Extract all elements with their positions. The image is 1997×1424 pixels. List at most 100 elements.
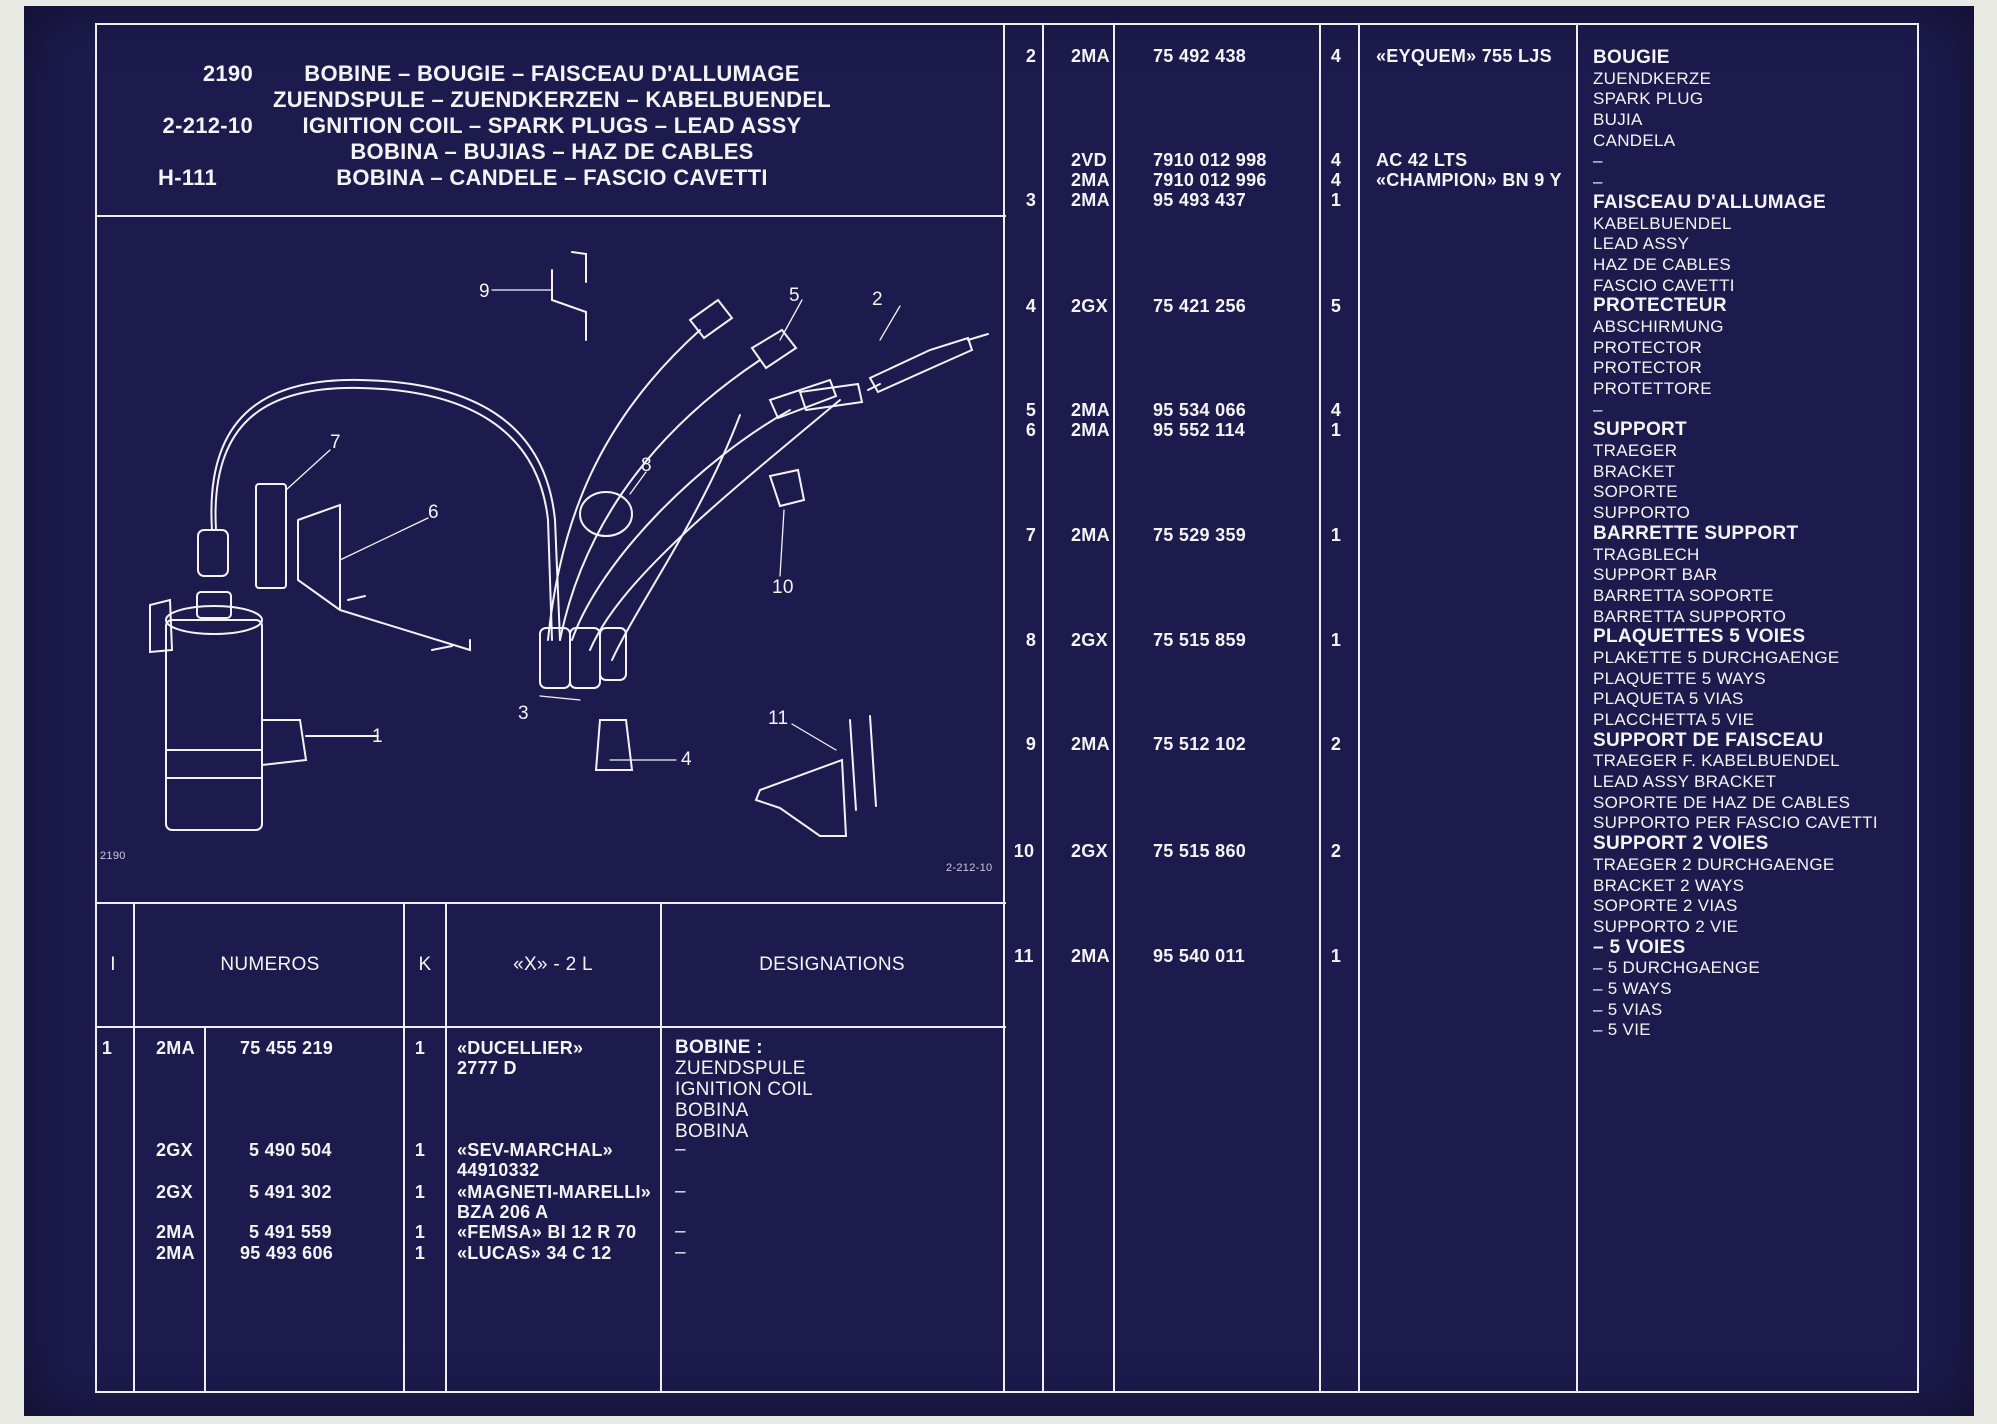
row-model: AC 42 LTS	[1376, 150, 1468, 170]
protector-illustration	[594, 719, 634, 771]
designation-line: –	[1593, 399, 1603, 419]
row-qty: 1	[414, 1222, 426, 1242]
designation-line: SOPORTE 2 VIAS	[1593, 896, 1738, 916]
callout-7: 7	[330, 432, 341, 453]
designation-line: TRAGBLECH	[1593, 544, 1700, 564]
row-variant: 2MA	[1071, 46, 1110, 66]
section-code: 2190	[202, 61, 253, 86]
row-variant: 2GX	[1071, 296, 1108, 316]
row-qty: 1	[1330, 525, 1342, 545]
row-qty: 1	[414, 1140, 426, 1160]
row-variant: 2MA	[1071, 946, 1110, 966]
ignition-exploded-diagram	[149, 251, 989, 837]
designation-line: BOBINA	[675, 1121, 749, 1142]
row-number: 95 534 066	[1153, 400, 1247, 420]
row-variant: 2GX	[1071, 630, 1108, 650]
row-number: 7910 012 998	[1153, 150, 1267, 170]
row-qty: 5	[1330, 296, 1342, 316]
row-model: «FEMSA» BI 12 R 70	[457, 1222, 637, 1242]
row-model-ref: BZA 206 A	[457, 1202, 549, 1222]
support-bar-illustration	[255, 483, 287, 589]
row-ref: 6	[1025, 420, 1037, 440]
designation-line: ABSCHIRMUNG	[1593, 316, 1724, 336]
designation-line: SUPPORTO PER FASCIO CAVETTI	[1593, 813, 1878, 833]
designation-line: PROTETTORE	[1593, 379, 1712, 398]
row-variant: 2MA	[1071, 190, 1110, 210]
callout-4: 4	[681, 749, 692, 770]
designation-line: FASCIO CAVETTI	[1593, 275, 1735, 295]
callout-11: 11	[768, 708, 789, 729]
designation-line: SUPPORT BAR	[1593, 565, 1718, 585]
parts-sheet	[24, 6, 1974, 1416]
row-model: «SEV-MARCHAL»	[457, 1140, 613, 1160]
callout-1: 1	[372, 726, 383, 747]
designation-line: BARRETTA SUPPORTO	[1593, 606, 1787, 626]
callout-9: 9	[479, 281, 490, 302]
row-qty: 4	[1330, 150, 1342, 170]
title-it: BOBINA – CANDELE – FASCIO CAVETTI	[336, 165, 768, 190]
row-ref: 3	[1025, 190, 1037, 210]
row-ref: 2	[1025, 46, 1037, 66]
ignition-coil-illustration	[149, 591, 379, 831]
row-variant: 2MA	[1071, 734, 1110, 754]
row-model: «LUCAS» 34 C 12	[457, 1243, 612, 1263]
row-model: «MAGNETI-MARELLI»	[457, 1182, 652, 1202]
row-qty: 1	[1330, 420, 1342, 440]
row-model-ref: 44910332	[457, 1160, 540, 1180]
col-header-model: «X» - 2 L	[513, 954, 593, 975]
row-variant: 2MA	[1071, 525, 1110, 545]
diagram-code-right: 2-212-10	[946, 862, 993, 874]
row-variant: 2MA	[156, 1222, 195, 1242]
row-number: 95 552 114	[1153, 420, 1246, 440]
row-number: 7910 012 996	[1153, 170, 1267, 190]
plug-leads-illustration	[539, 298, 864, 689]
row-number: 75 512 102	[1153, 734, 1247, 754]
designation-heading: SUPPORT	[1593, 419, 1687, 441]
row-variant: 2GX	[1071, 841, 1108, 861]
row-variant: 2MA	[156, 1038, 195, 1058]
row-number: 75 455 219	[240, 1038, 334, 1058]
callout-6: 6	[428, 502, 439, 523]
designation-line: –	[1593, 172, 1603, 192]
bracket-illustration	[297, 503, 471, 652]
row-qty: 2	[1330, 841, 1342, 861]
designation-line: PLAQUETA 5 VIAS	[1593, 689, 1744, 709]
designation-dash: –	[675, 1221, 686, 1242]
designation-line: PROTECTOR	[1593, 337, 1703, 357]
row-qty: 1	[414, 1182, 426, 1202]
designation-line: BUJIA	[1593, 110, 1643, 130]
row-model: «EYQUEM» 755 LJS	[1376, 46, 1552, 66]
designation-line: – 5 VIAS	[1593, 999, 1663, 1019]
row-ref: 4	[1025, 296, 1037, 316]
row-number: 5 491 559	[249, 1222, 332, 1242]
designation-heading: PLAQUETTES 5 VOIES	[1593, 626, 1806, 648]
lead-bracket-illustration	[551, 251, 587, 341]
designation-line: TRAEGER F. KABELBUENDEL	[1593, 751, 1840, 771]
designation-title: BOBINE :	[675, 1037, 763, 1058]
designation-line: SUPPORTO	[1593, 503, 1691, 523]
designation-heading: – 5 VOIES	[1593, 936, 1686, 958]
designation-line: – 5 WAYS	[1593, 978, 1672, 998]
row-qty: 1	[1330, 946, 1342, 966]
row-number: 5 491 302	[249, 1182, 332, 1202]
row-qty: 2	[1330, 734, 1342, 754]
title-en: IGNITION COIL – SPARK PLUGS – LEAD ASSY	[302, 113, 802, 138]
lead-plate-illustration	[579, 491, 633, 537]
designation-line: HAZ DE CABLES	[1593, 254, 1732, 274]
designation-line: ZUENDKERZE	[1593, 68, 1712, 88]
col-header-k: K	[418, 954, 432, 975]
clip-2-ways-illustration	[768, 468, 806, 508]
designation-line: SOPORTE	[1593, 482, 1678, 502]
row-variant: 2VD	[1071, 150, 1107, 170]
designation-dash: –	[675, 1242, 686, 1263]
designation-line: SUPPORTO 2 VIE	[1593, 916, 1739, 936]
callout-3: 3	[518, 703, 529, 724]
row-qty: 4	[1330, 400, 1342, 420]
row-number: 75 515 859	[1153, 630, 1247, 650]
designation-heading: BARRETTE SUPPORT	[1593, 522, 1799, 544]
designation-line: SOPORTE DE HAZ DE CABLES	[1593, 792, 1851, 812]
callout-10: 10	[772, 577, 794, 598]
row-number: 5 490 504	[249, 1140, 332, 1160]
row-qty: 4	[1330, 46, 1342, 66]
title-es: BOBINA – BUJIAS – HAZ DE CABLES	[350, 139, 754, 164]
